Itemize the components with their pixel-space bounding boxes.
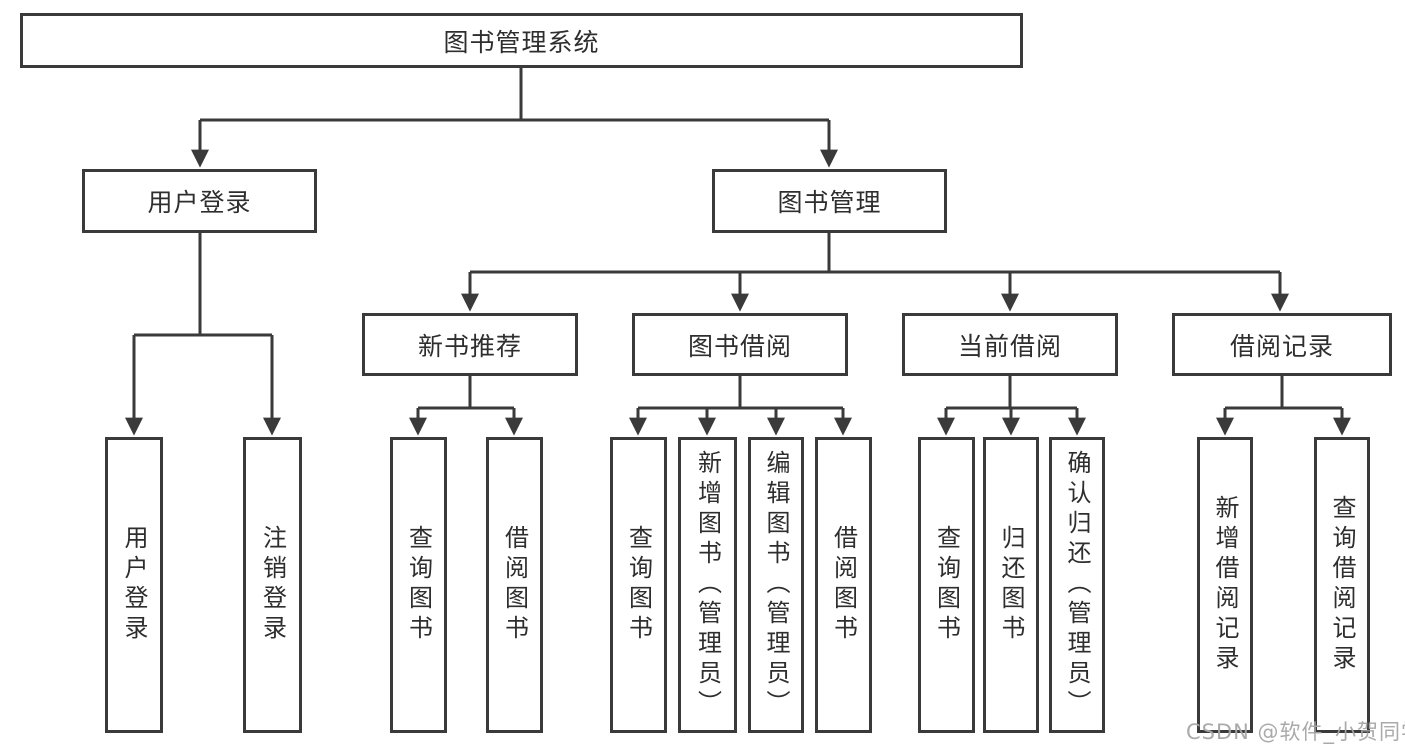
leaf-borrowing-edit-books-admin: 编辑图书（管理员） [748, 437, 804, 733]
leaf-borrowing-add-books-admin-label: 新增图书（管理员） [693, 450, 722, 720]
node-new-book-recommend-label: 新书推荐 [417, 331, 522, 361]
leaf-current-confirm-return-admin: 确认归还（管理员） [1049, 437, 1105, 733]
leaf-current-return-books: 归还图书 [983, 437, 1039, 733]
csdn-watermark: CSDN @软件_小贺同学 [1186, 720, 1405, 744]
leaf-current-return-books-label: 归还图书 [997, 525, 1025, 645]
node-current-borrowing-label: 当前借阅 [957, 331, 1062, 361]
leaf-borrowing-add-books-admin: 新增图书（管理员） [678, 437, 737, 733]
node-book-management: 图书管理 [712, 169, 947, 233]
leaf-logout: 注销登录 [243, 437, 302, 733]
node-borrow-records: 借阅记录 [1172, 313, 1392, 376]
leaf-logout-label: 注销登录 [258, 525, 287, 645]
leaf-current-query-books: 查询图书 [918, 437, 975, 733]
leaf-borrowing-borrow-books: 借阅图书 [815, 437, 872, 733]
leaf-recommend-borrow-books: 借阅图书 [486, 437, 543, 733]
leaf-recommend-borrow-books-label: 借阅图书 [500, 525, 529, 645]
leaf-borrowing-query-books: 查询图书 [610, 437, 667, 733]
leaf-user-login: 用户登录 [105, 437, 163, 733]
node-user-login: 用户登录 [82, 169, 317, 233]
leaf-current-query-books-label: 查询图书 [932, 525, 961, 645]
node-current-borrowing: 当前借阅 [902, 313, 1118, 376]
leaf-records-query-record: 查询借阅记录 [1314, 437, 1370, 733]
leaf-user-login-label: 用户登录 [120, 525, 148, 645]
node-root-system: 图书管理系统 [20, 13, 1023, 68]
leaf-borrowing-query-books-label: 查询图书 [624, 525, 653, 645]
node-book-borrowing: 图书借阅 [632, 313, 848, 376]
node-book-borrowing-label: 图书借阅 [687, 331, 792, 361]
node-user-login-label: 用户登录 [147, 188, 252, 217]
leaf-borrowing-edit-books-admin-label: 编辑图书（管理员） [762, 450, 790, 720]
leaf-records-query-record-label: 查询借阅记录 [1328, 495, 1356, 675]
node-borrow-records-label: 借阅记录 [1229, 331, 1334, 361]
leaf-recommend-query-books-label: 查询图书 [404, 525, 433, 645]
leaf-records-add-record-label: 新增借阅记录 [1211, 495, 1239, 675]
leaf-current-confirm-return-admin-label: 确认归还（管理员） [1063, 450, 1091, 720]
node-new-book-recommend: 新书推荐 [362, 313, 578, 376]
leaf-borrowing-borrow-books-label: 借阅图书 [829, 525, 858, 645]
leaf-recommend-query-books: 查询图书 [390, 437, 447, 733]
node-book-management-label: 图书管理 [777, 188, 882, 217]
node-root-label: 图书管理系统 [443, 27, 600, 57]
leaf-records-add-record: 新增借阅记录 [1197, 437, 1253, 733]
